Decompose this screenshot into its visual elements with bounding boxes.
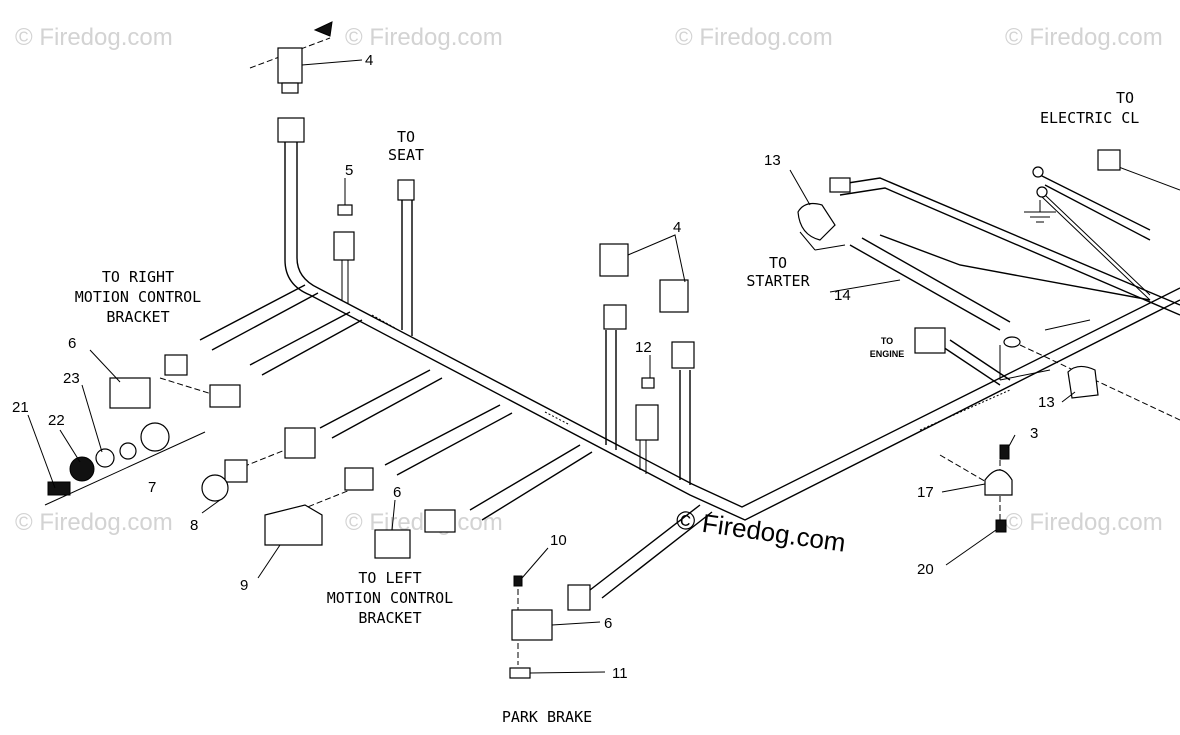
callout-17: 17 xyxy=(917,484,934,501)
connector-6-right xyxy=(164,354,188,376)
terminal-13 xyxy=(829,177,851,193)
callout-21: 21 xyxy=(12,399,29,416)
callout-13-bottom: 13 xyxy=(1038,394,1055,411)
label-to-right-1: TO RIGHT xyxy=(102,268,174,286)
label-to-left-2: MOTION CONTROL xyxy=(327,589,453,607)
boot-13-top xyxy=(797,202,836,241)
boot-13-bottom xyxy=(1067,365,1099,399)
leader-dashes xyxy=(44,37,1180,665)
callout-4: 4 xyxy=(365,52,373,69)
label-to-engine-1: TO xyxy=(881,336,893,346)
callout-6-park: 6 xyxy=(604,615,612,632)
callout-11: 11 xyxy=(612,665,628,682)
electric-connector xyxy=(1097,149,1121,171)
callout-23: 23 xyxy=(63,370,80,387)
callout-3: 3 xyxy=(1030,425,1038,442)
watermark-3: © Firedog.com xyxy=(675,24,833,51)
label-to-seat-2: SEAT xyxy=(388,146,424,164)
callout-10: 10 xyxy=(550,532,567,549)
watermark-4: © Firedog.com xyxy=(1005,24,1163,51)
callout-14: 14 xyxy=(834,287,851,304)
callout-8: 8 xyxy=(190,517,198,534)
connector-relay-b xyxy=(671,341,695,369)
label-to-electric-1: TO xyxy=(1116,89,1134,107)
watermark-7: © Firedog.com xyxy=(1005,509,1163,536)
seat-connector xyxy=(397,179,415,201)
connector-9 xyxy=(344,467,374,491)
callout-5: 5 xyxy=(345,162,353,179)
callout-20: 20 xyxy=(917,561,934,578)
callout-12: 12 xyxy=(635,339,652,356)
callout-13-top: 13 xyxy=(764,152,781,169)
connector-8 xyxy=(284,427,316,459)
relay-4a xyxy=(599,243,629,277)
connector-key xyxy=(209,384,241,408)
connector-park xyxy=(567,584,591,611)
fuse-5 xyxy=(337,204,353,216)
relay-top xyxy=(277,47,303,84)
clamp-17 xyxy=(984,469,1013,496)
harness-trunk xyxy=(284,140,1180,521)
watermark-1: © Firedog.com xyxy=(15,24,173,51)
nut-20 xyxy=(995,519,1007,533)
light-8 xyxy=(201,474,229,502)
components xyxy=(47,21,1121,679)
watermark-2: © Firedog.com xyxy=(345,24,503,51)
callout-leaders xyxy=(27,59,1076,674)
nut-22 xyxy=(69,456,95,482)
label-to-right-2: MOTION CONTROL xyxy=(75,288,201,306)
ground-terminal-b xyxy=(1036,186,1048,198)
cable-14-end xyxy=(1003,336,1021,348)
label-to-right-3: BRACKET xyxy=(106,308,169,326)
harness-branches xyxy=(199,159,1180,599)
bracket-11 xyxy=(509,667,531,679)
relay-4b xyxy=(659,279,689,313)
callout-22: 22 xyxy=(48,412,65,429)
callout-7: 7 xyxy=(148,479,156,496)
watermark-6: © Firedog.com xyxy=(345,509,503,536)
label-to-left-1: TO LEFT xyxy=(358,569,421,587)
engine-connector xyxy=(914,327,946,354)
washer-23 xyxy=(95,448,115,468)
switch-6-right xyxy=(109,377,151,409)
switch-6-left xyxy=(374,529,411,559)
label-to-starter-2: STARTER xyxy=(746,272,810,290)
callout-numbers: 4 5 4 6 23 21 22 7 8 9 6 12 10 6 11 13 1… xyxy=(12,52,1055,682)
key-switch xyxy=(140,422,170,452)
hour-meter-9 xyxy=(264,504,323,546)
destination-labels: TO SEAT TO RIGHT MOTION CONTROL BRACKET … xyxy=(75,89,1140,726)
watermark-5: © Firedog.com xyxy=(15,509,173,536)
callout-9: 9 xyxy=(240,577,248,594)
label-to-seat-1: TO xyxy=(397,128,415,146)
callout-4-pair: 4 xyxy=(673,219,681,236)
switch-6-park xyxy=(511,609,553,641)
fuse-holder-12 xyxy=(635,404,659,441)
screw-top xyxy=(313,21,333,37)
connector-top xyxy=(277,117,305,143)
screw-3 xyxy=(999,444,1010,460)
key-21 xyxy=(47,481,71,496)
label-park-brake: PARK BRAKE xyxy=(502,708,592,726)
label-to-starter-1: TO xyxy=(769,254,787,272)
connector-6-left xyxy=(424,509,456,533)
label-to-engine-2: ENGINE xyxy=(870,349,905,359)
label-to-electric-2: ELECTRIC CL xyxy=(1040,109,1139,127)
light-8-body xyxy=(224,459,248,483)
callout-6-left: 6 xyxy=(393,484,401,501)
ground-symbol xyxy=(1024,200,1056,223)
screw-10 xyxy=(513,575,523,587)
label-to-left-3: BRACKET xyxy=(358,609,421,627)
callout-6-right: 6 xyxy=(68,335,76,352)
fuse-12 xyxy=(641,377,655,389)
ground-terminal-a xyxy=(1032,166,1044,178)
fuse-holder-5 xyxy=(333,231,355,261)
connector-relay-a xyxy=(603,304,627,330)
